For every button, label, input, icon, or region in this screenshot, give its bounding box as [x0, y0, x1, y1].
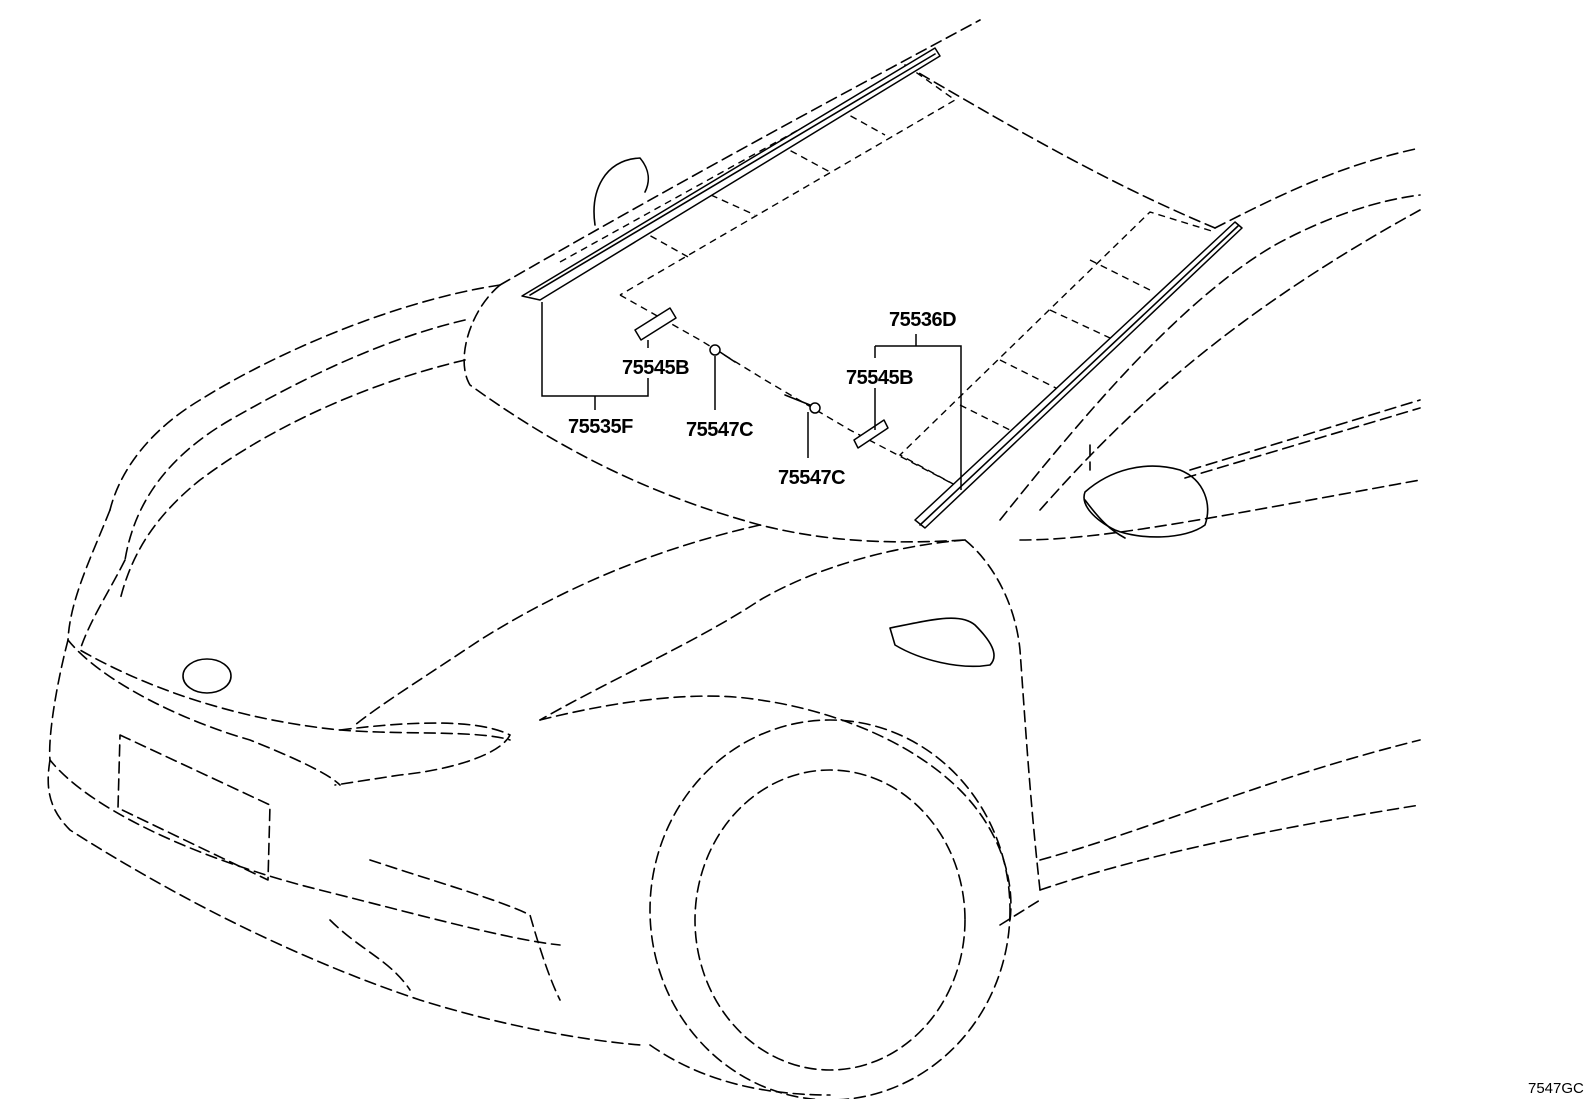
parts [521, 47, 1243, 529]
callout-75545B-left: 75545B [622, 357, 689, 379]
callout-75536D: 75536D [889, 309, 956, 331]
leader-lines [541, 302, 962, 490]
left-fastener [709, 344, 736, 363]
figure-code: 7547GC [1528, 1080, 1584, 1097]
left-clip [634, 307, 677, 341]
vehicle-outline [47, 19, 1421, 1099]
right-clip [853, 419, 889, 449]
callout-75547C-right: 75547C [778, 467, 845, 489]
callout-75535F: 75535F [568, 416, 633, 438]
callout-75547C-left: 75547C [686, 419, 753, 441]
callout-75545B-right: 75545B [846, 367, 913, 389]
callout-labels: 75535F 75545B 75547C 75536D 75545B 75547… [568, 309, 1584, 1097]
right-fastener [784, 394, 821, 414]
